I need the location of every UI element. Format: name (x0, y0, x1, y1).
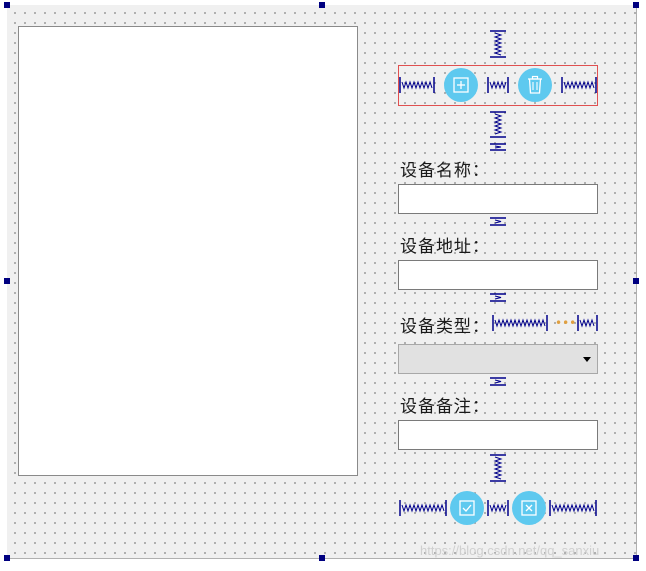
resize-handle-tc[interactable] (319, 2, 325, 8)
vertical-spacer-name-address (490, 217, 506, 226)
resize-handle-mr[interactable] (633, 278, 639, 284)
vertical-spacer-before-buttons (490, 454, 506, 482)
watermark: https://blog.csdn.net/qq_sanxiu (420, 543, 600, 558)
vertical-spacer-type-note (490, 377, 506, 386)
horizontal-spacer-bottom-right (549, 500, 597, 516)
resize-handle-tl[interactable] (4, 2, 10, 8)
cancel-button[interactable] (512, 491, 546, 525)
resize-handle-bc[interactable] (319, 555, 325, 561)
horizontal-spacer-bottom-mid (487, 500, 509, 516)
vertical-spacer-address-type (490, 293, 506, 302)
confirm-button[interactable] (450, 491, 484, 525)
resize-handle-tr[interactable] (633, 2, 639, 8)
delete-device-button[interactable] (518, 68, 552, 102)
vertical-spacer-top (490, 30, 506, 58)
device-type-combobox[interactable] (398, 344, 598, 374)
check-square-icon (459, 500, 475, 516)
resize-handle-bl[interactable] (4, 555, 10, 561)
toolbar-selection-frame (398, 65, 598, 106)
device-note-input[interactable] (398, 420, 598, 450)
resize-handle-br[interactable] (633, 555, 639, 561)
resize-handle-ml[interactable] (4, 278, 10, 284)
trash-icon (528, 75, 542, 94)
device-name-label: 设备名称： (400, 161, 490, 181)
horizontal-spacer-left (399, 77, 435, 93)
chevron-down-icon (583, 357, 591, 362)
horizontal-spacer-bottom-left (399, 500, 447, 516)
close-square-icon (521, 500, 537, 516)
add-device-button[interactable] (444, 68, 478, 102)
device-type-label: 设备类型： (400, 317, 490, 337)
horizontal-spacer-right (561, 77, 597, 93)
horizontal-spacer-type-left (492, 315, 548, 331)
vertical-spacer-below-toolbar (490, 111, 506, 151)
horizontal-spacer-type-right (577, 315, 598, 331)
device-note-label: 设备备注： (400, 397, 490, 417)
type-more-button[interactable]: ••• (555, 316, 577, 330)
horizontal-spacer-mid (487, 77, 509, 93)
plus-square-icon (453, 77, 469, 93)
device-list[interactable] (18, 26, 358, 476)
device-name-input[interactable] (398, 184, 598, 214)
device-address-input[interactable] (398, 260, 598, 290)
device-address-label: 设备地址： (400, 237, 490, 257)
